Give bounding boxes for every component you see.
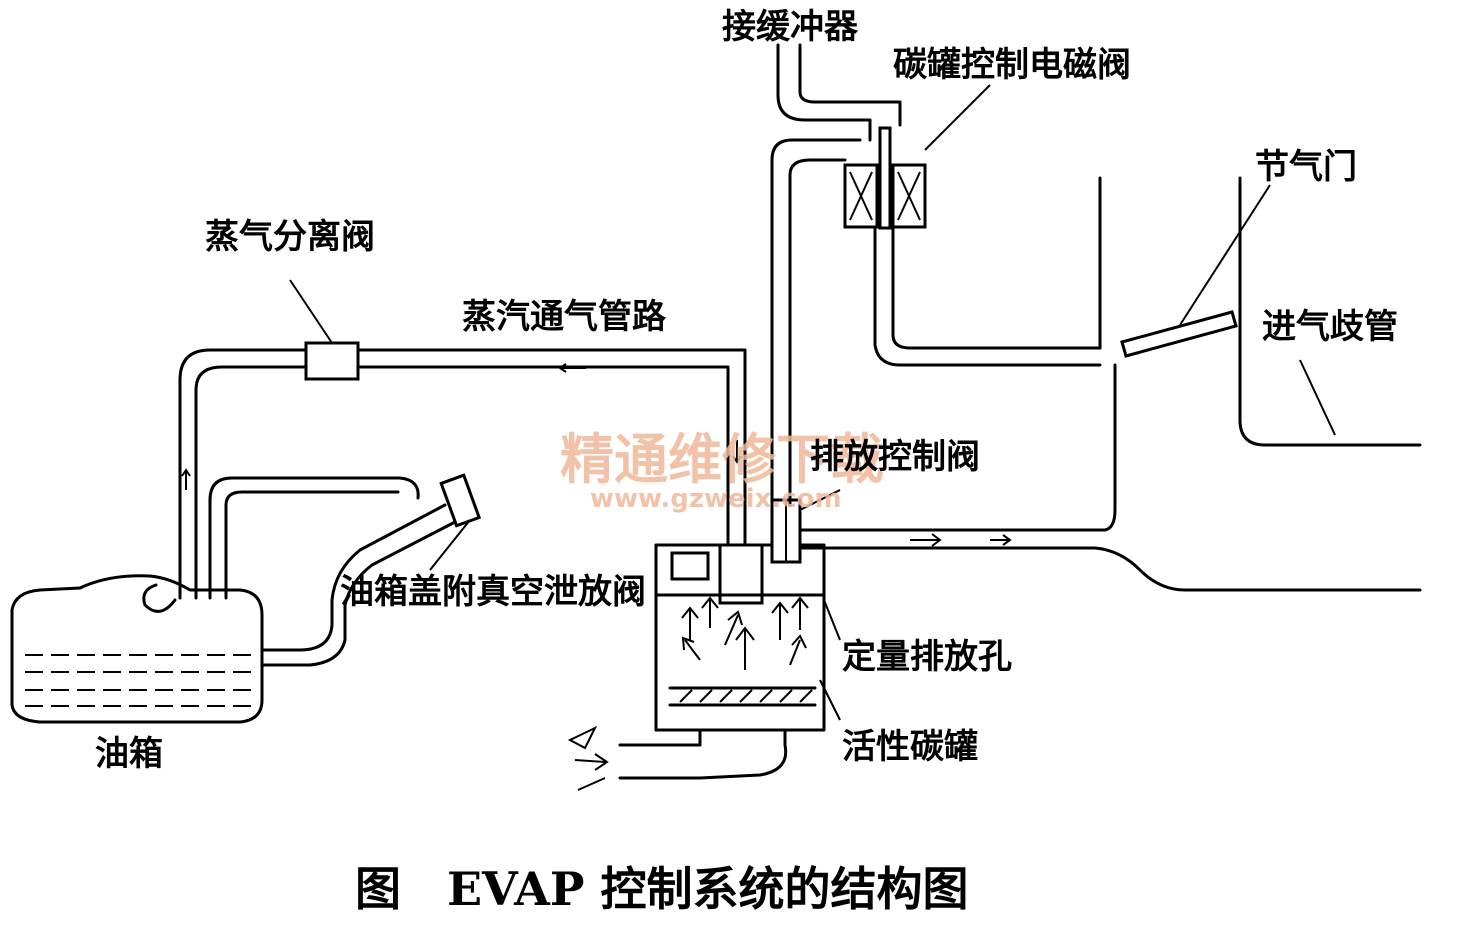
label-charcoal-canister: 活性碳罐 <box>842 727 978 767</box>
vapor-separator-valve <box>289 279 360 381</box>
intake-manifold <box>1098 176 1422 447</box>
label-fuel-tank: 油箱 <box>95 734 163 774</box>
watermark: 精通维修下载 www.gzweix.com <box>560 428 884 514</box>
label-metering-orifice: 定量排放孔 <box>842 637 1012 677</box>
tank-return-pipe <box>208 476 420 600</box>
label-purge-control-valve: 排放控制阀 <box>810 437 980 477</box>
throttle-plate <box>1120 184 1271 358</box>
canister-solenoid-valve <box>843 84 991 230</box>
label-vapor-separator: 蒸气分离阀 <box>205 217 375 257</box>
label-vapor-vent-line: 蒸汽通气管路 <box>462 297 667 337</box>
buffer-pipe <box>776 43 902 142</box>
charcoal-canister <box>567 543 841 791</box>
fuel-cap-valve <box>429 473 482 571</box>
purge-line <box>798 363 1422 592</box>
label-buffer: 接缓冲器 <box>722 7 859 47</box>
label-intake-manifold: 进气歧管 <box>1262 307 1398 347</box>
figure-caption: 图 EVAP 控制系统的结构图 <box>355 862 968 916</box>
fuel-tank <box>10 574 264 724</box>
filler-neck <box>260 503 457 667</box>
label-fuel-cap-valve: 油箱盖附真空泄放阀 <box>340 572 646 612</box>
watermark-url: www.gzweix.com <box>590 484 842 514</box>
label-throttle: 节气门 <box>1255 147 1357 187</box>
label-canister-solenoid: 碳罐控制电磁阀 <box>893 45 1131 85</box>
solenoid-pipe <box>770 138 862 507</box>
watermark-text: 精通维修下载 <box>560 428 884 491</box>
solenoid-to-manifold <box>873 226 1102 367</box>
vapor-vent-pipe <box>142 348 747 613</box>
